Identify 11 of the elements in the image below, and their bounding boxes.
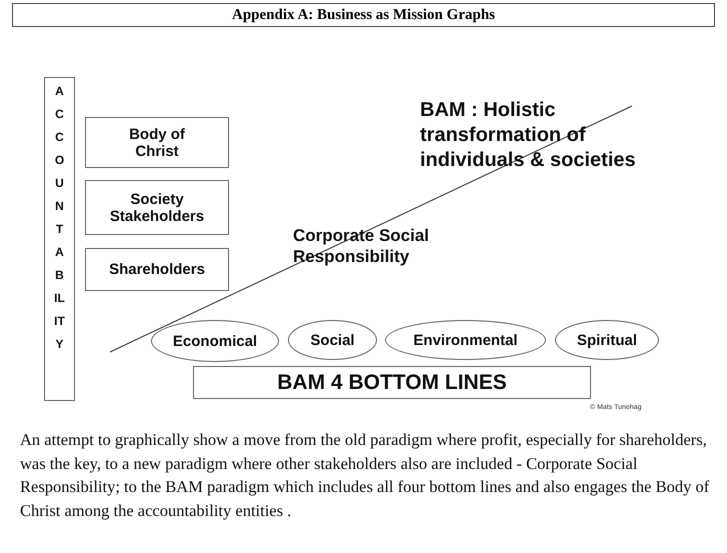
oval-label: Environmental xyxy=(385,320,546,360)
group-box: Shareholders xyxy=(85,248,229,291)
banner-box: BAM 4 BOTTOM LINES xyxy=(193,366,591,399)
caption-paragraph: An attempt to graphically show a move from the old paradigm where profit, especially for shareholders, was the key, to a new paradigm where other stakeholders also are included - Corporate Social Responsibility; to the BAM paradigm which includes all four bottom lines and also engages the Body of Christ among the accountability entities . xyxy=(20,429,710,522)
oval-label: Social xyxy=(288,320,377,360)
oval-label: Economical xyxy=(151,320,279,362)
title-heading: Appendix A: Business as Mission Graphs xyxy=(12,3,715,27)
group-box: Body of Christ xyxy=(85,117,229,168)
oval-label: Spiritual xyxy=(555,320,659,360)
vertical-label-box: ACCOUNTABILITY xyxy=(44,77,75,401)
group-box: Society Stakeholders xyxy=(85,180,229,235)
